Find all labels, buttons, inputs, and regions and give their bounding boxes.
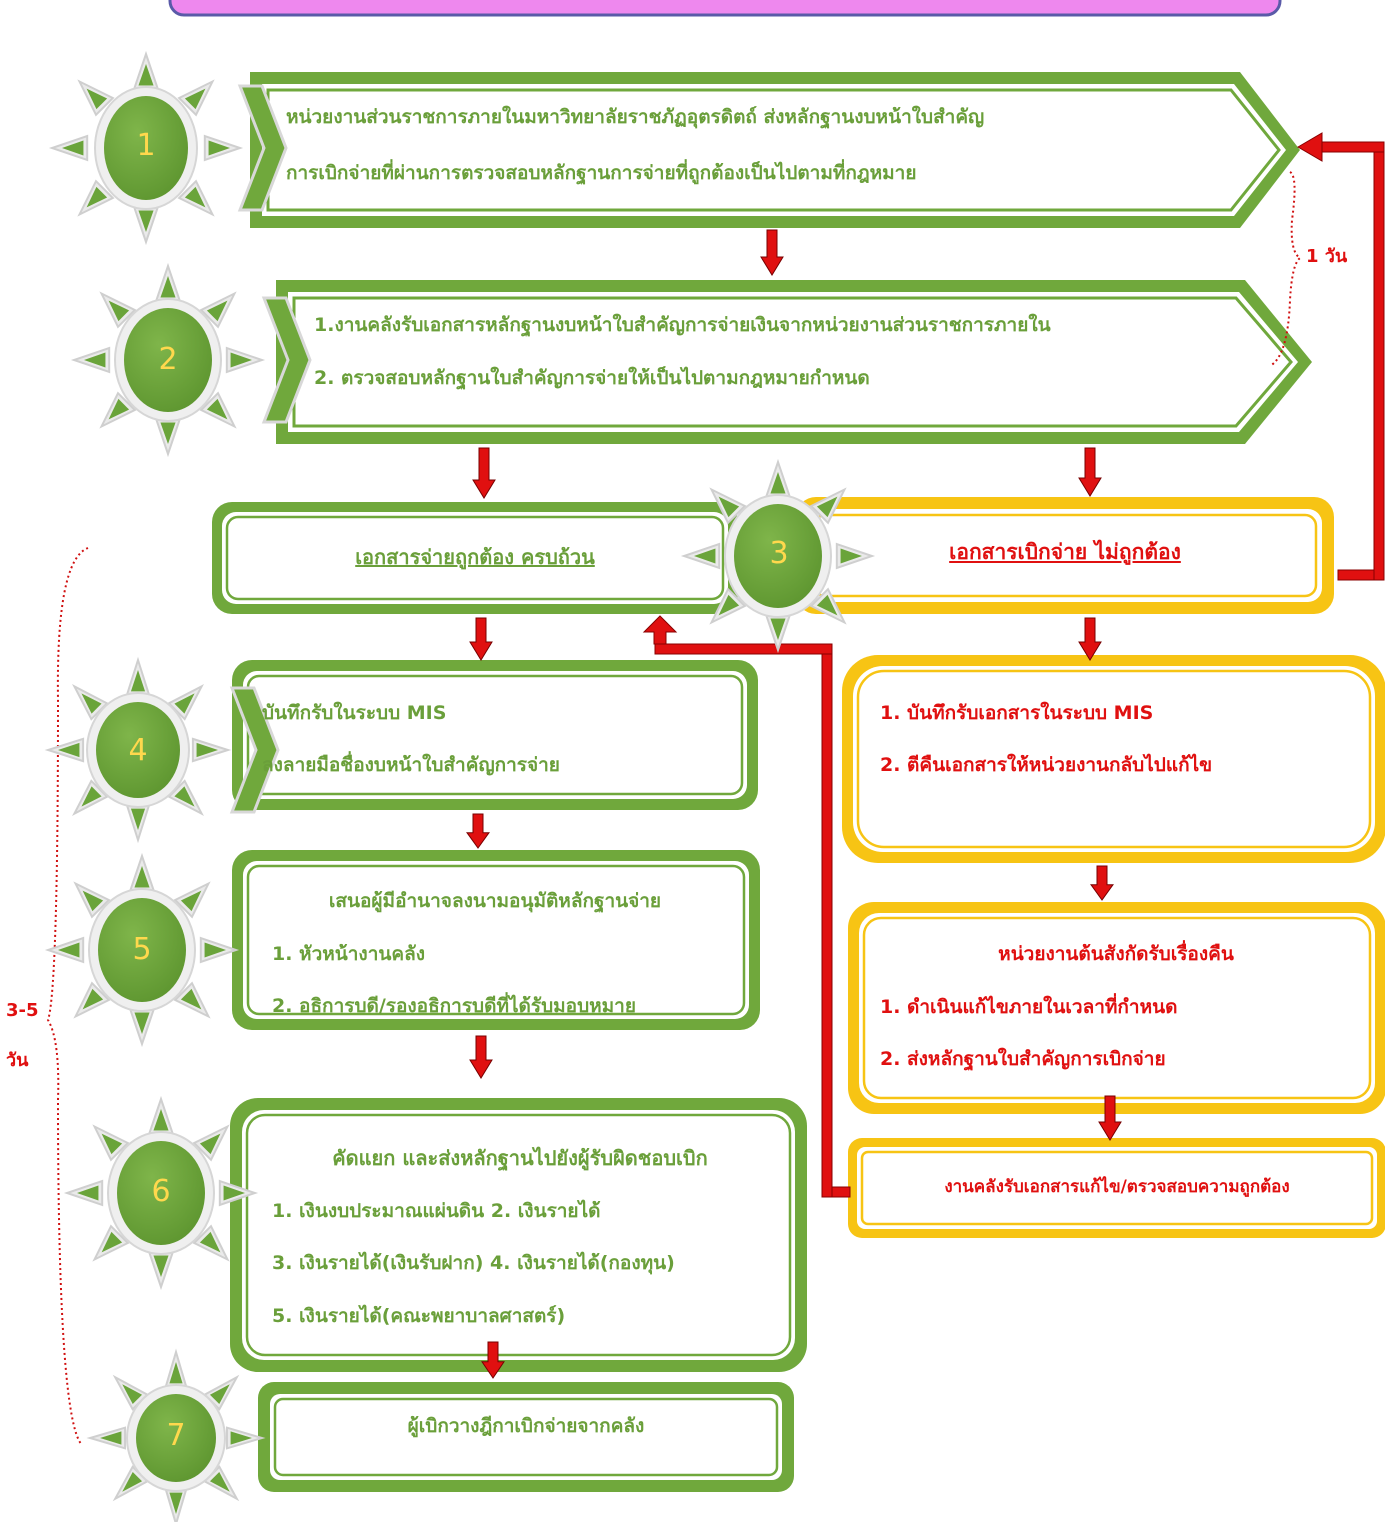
flow-arrow [1078,447,1102,497]
step-number-2: 2 [158,342,178,377]
step2-line1: 1.งานคลังรับเอกสารหลักฐานงบหน้าใบสำคัญกา… [314,314,1051,336]
step6-line1: 1. เงินงบประมาณแผ่นดิน 2. เงินรายได้ [272,1200,601,1222]
step2-line2: 2. ตรวจสอบหลักฐานใบสำคัญการจ่ายให้เป็นไป… [314,367,870,389]
step-badge-1 [48,50,288,246]
flow-arrow [481,1341,505,1379]
step6-title: คัดแยก และส่งหลักฐานไปยังผู้รับผิดชอบเบิ… [332,1146,708,1170]
step5-title: เสนอผู้มีอำนาจลงนามอนุมัติหลักฐานจ่าย [328,890,662,912]
reject-step1-line1: 1. บันทึกรับเอกสารในระบบ MIS [880,702,1154,724]
step4-box [232,660,758,810]
step5-line2: 2. อธิการบดี/รองอธิการบดีที่ได้รับมอบหมา… [272,995,636,1017]
flow-arrow [760,229,784,276]
return-loop-arrow [1297,132,1385,581]
flow-arrow [1098,1095,1122,1141]
reject-step1-line2: 2. ตีคืนเอกสารให้หน่วยงานกลับไปแก้ไข [880,754,1213,776]
step6-line3: 5. เงินรายได้(คณะพยาบาลศาสตร์) [272,1305,566,1327]
step-badge-4 [44,656,280,844]
reject-step2-line1: 1. ดำเนินแก้ไขภายในเวลาที่กำหนด [880,996,1178,1018]
step-number-6: 6 [151,1174,171,1209]
step6-box [230,1098,807,1372]
reject-step2-box [848,902,1385,1114]
step-badge-2 [70,262,312,458]
step-badge-6 [63,1095,259,1291]
reject-step3-label: งานคลังรับเอกสารแก้ไข/ตรวจสอบความถูกต้อง [944,1177,1290,1197]
flow-arrow [469,617,493,661]
step1-box [250,72,1300,228]
step-number-7: 7 [166,1418,186,1453]
reject-step2-line2: 2. ส่งหลักฐานใบสำคัญการเบิกจ่าย [880,1048,1166,1070]
step-number-4: 4 [128,733,148,768]
flow-arrow [469,1035,493,1079]
reject-step1-box [842,655,1385,863]
step5-box [232,850,760,1030]
step7-box [258,1382,794,1492]
step4-line1: บันทึกรับในระบบ MIS [262,702,447,724]
step-badge-3 [680,458,876,654]
step4-line2: ลงลายมือชื่องบหน้าใบสำคัญการจ่าย [262,754,560,776]
flow-arrow [472,447,496,499]
recheck-loop-arrow [642,615,851,1198]
time-label-3-5-line1: 3-5 [6,1000,39,1021]
step-badge-5 [44,852,240,1048]
step2-box [276,280,1312,444]
incorrect-doc-label: เอกสารเบิกจ่าย ไม่ถูกต้อง [949,540,1181,564]
reject-step3-box [848,1138,1385,1238]
correct-doc-box [212,502,738,614]
step-number-3: 3 [769,536,789,571]
step7-label: ผู้เบิกวางฎีกาเบิกจ่ายจากคลัง [407,1415,645,1437]
incorrect-doc-box [796,497,1334,614]
step6-line2: 3. เงินรายได้(เงินรับฝาก) 4. เงินรายได้(… [272,1252,675,1274]
step-number-1: 1 [136,128,156,163]
time-bracket-3-5days [46,547,89,1446]
flow-arrow [1090,865,1114,901]
step-badge-7 [86,1348,266,1522]
correct-doc-label: เอกสารจ่ายถูกต้อง ครบถ้วน [355,545,595,569]
flow-arrow [466,813,490,849]
title-banner [168,0,1282,17]
flow-arrows [466,229,1122,1379]
step5-line1: 1. หัวหน้างานคลัง [272,943,425,965]
reject-step2-title: หน่วยงานต้นสังกัดรับเรื่องคืน [998,943,1234,965]
step1-line1: หน่วยงานส่วนราชการภายในมหาวิทยาลัยราชภัฏ… [286,106,985,128]
flow-arrow [1078,617,1102,661]
step1-line2: การเบิกจ่ายที่ผ่านการตรวจสอบหลักฐานการจ่… [286,162,917,184]
time-label-3-5-line2: วัน [6,1050,29,1071]
time-label-1day: 1 วัน [1306,246,1348,267]
step-number-5: 5 [132,932,152,967]
